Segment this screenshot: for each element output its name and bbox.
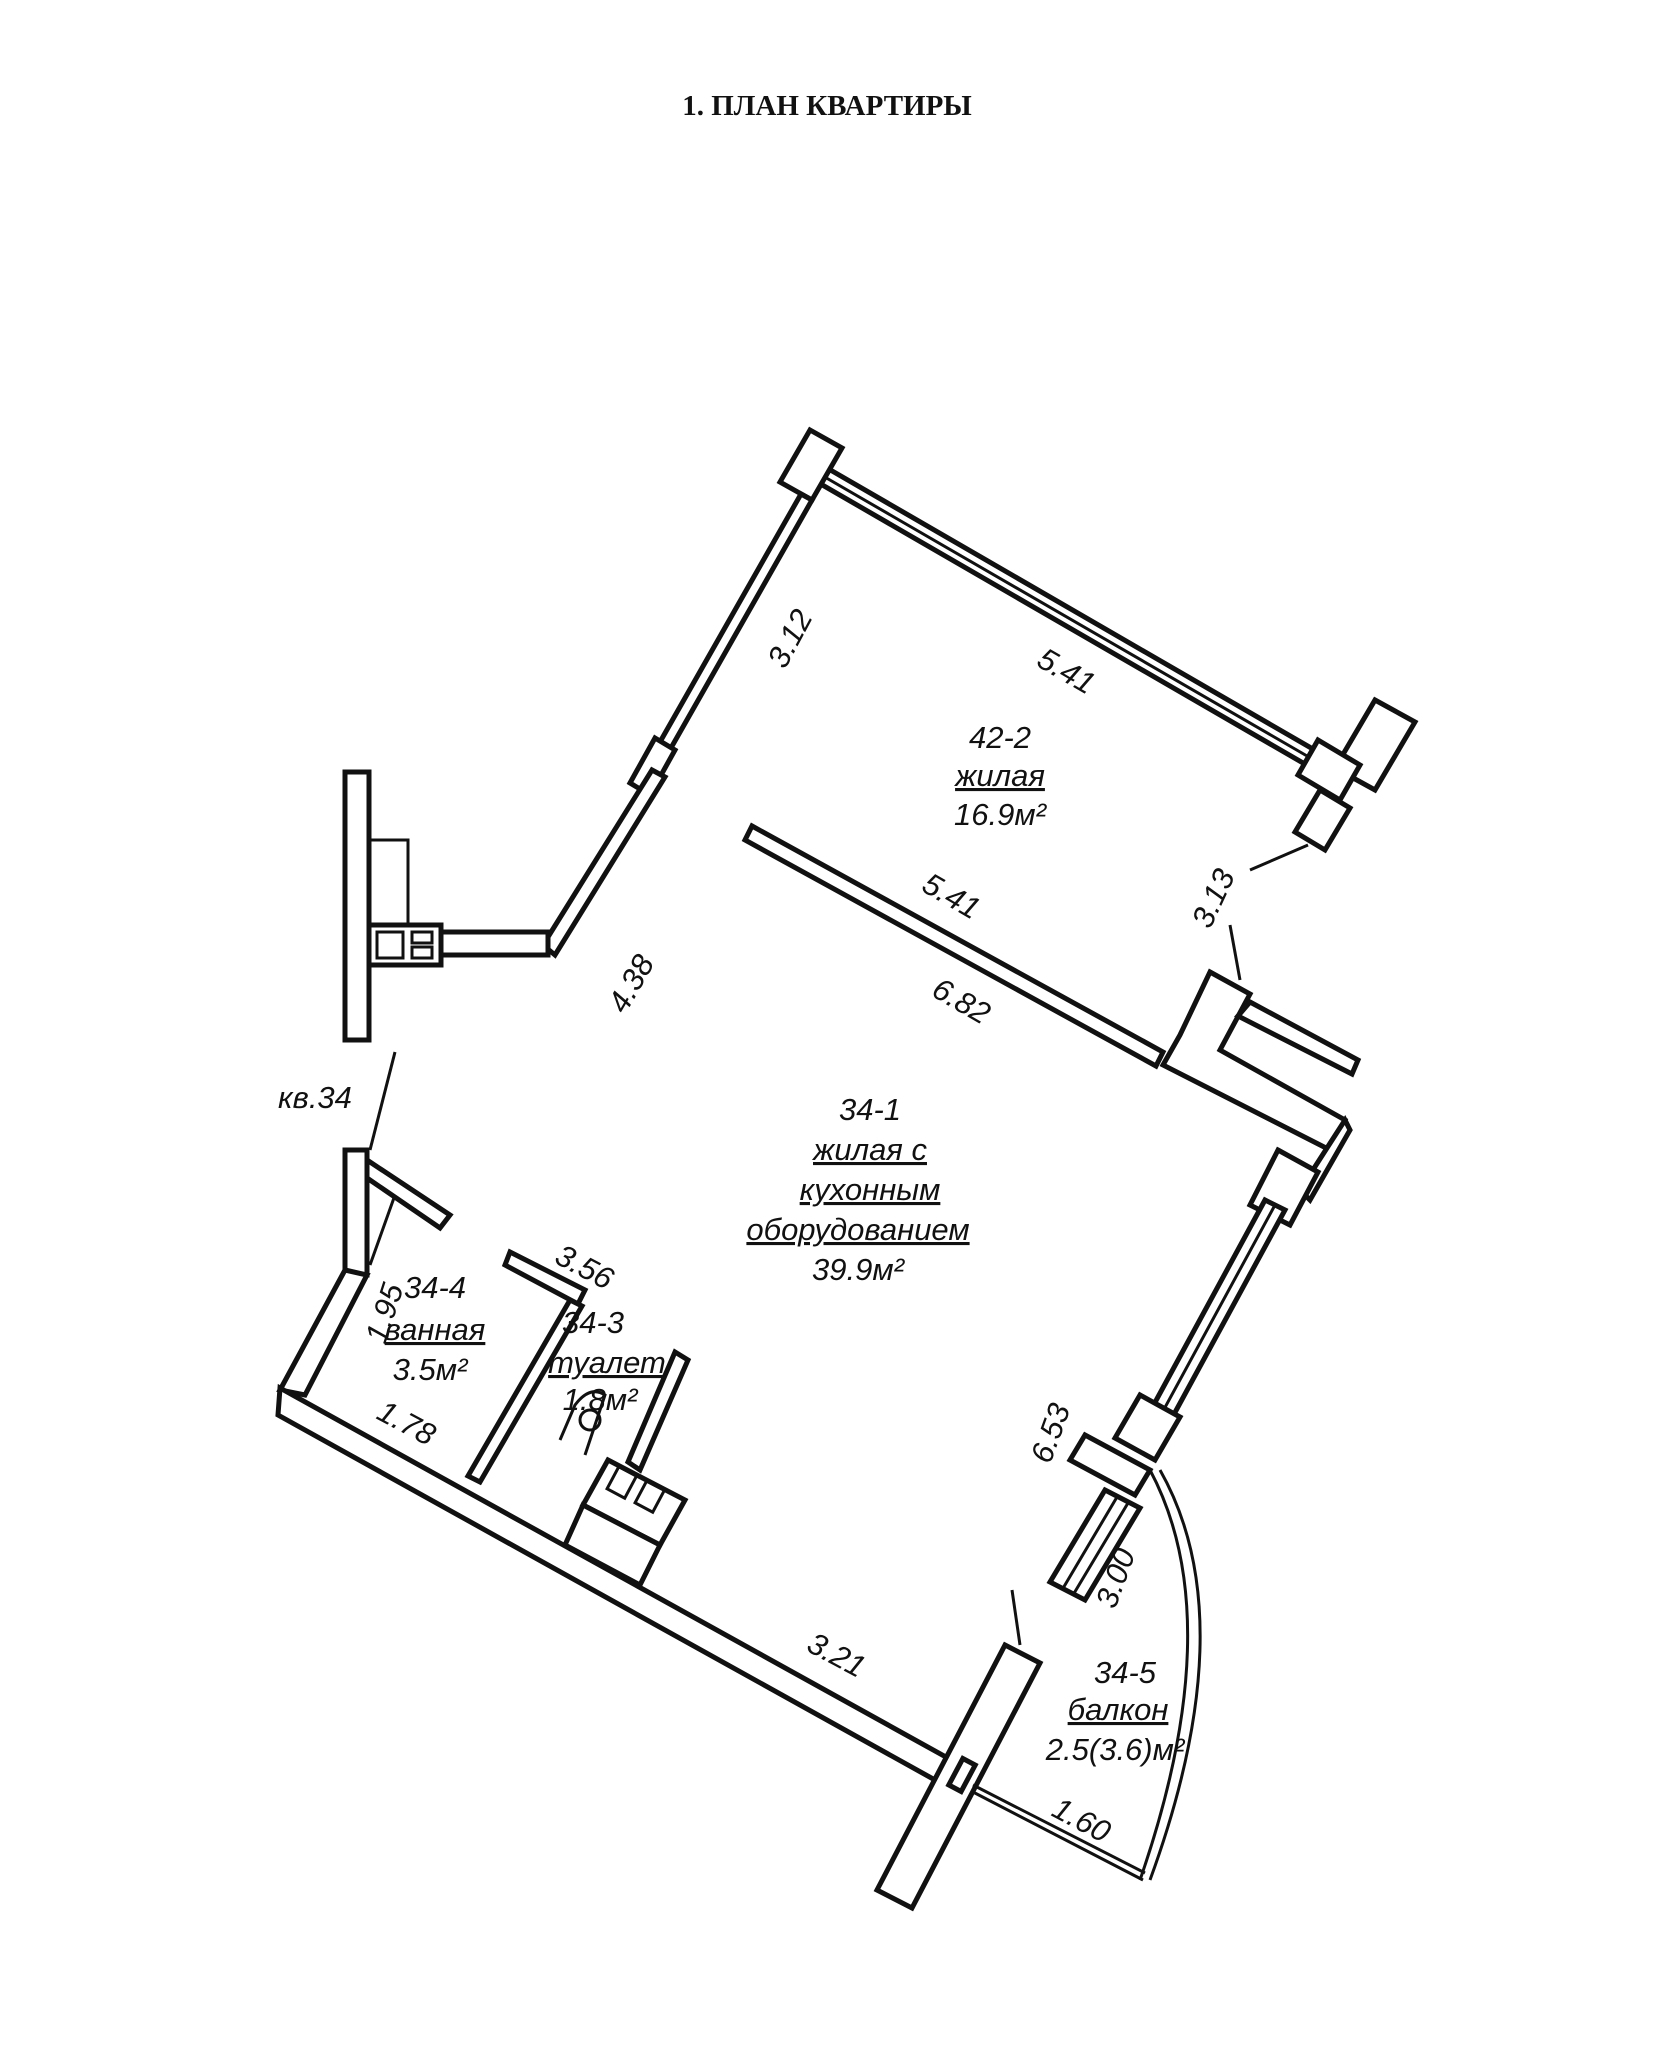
dimension-label: 3.12 xyxy=(760,604,819,674)
room-name: оборудованием xyxy=(746,1212,969,1247)
room-name: кухонным xyxy=(800,1172,941,1207)
dimension-label: 3.13 xyxy=(1185,863,1242,932)
room-name: ванная xyxy=(385,1312,486,1347)
room-area: 1.8м² xyxy=(563,1382,639,1417)
apartment-label: кв.34 xyxy=(278,1080,352,1115)
room-name: жилая xyxy=(953,758,1045,793)
page-title: 1. ПЛАН КВАРТИРЫ xyxy=(682,90,972,122)
dimension-label: 5.41 xyxy=(1032,641,1102,701)
dimension-label: 3.21 xyxy=(802,1625,872,1684)
room-id: 34-1 xyxy=(839,1092,901,1127)
walls xyxy=(275,426,1419,1912)
room-area: 39.9м² xyxy=(812,1252,906,1287)
room-area: 2.5(3.6)м² xyxy=(1045,1732,1186,1767)
room-name: туалет xyxy=(548,1345,666,1380)
room-labels: 42-2 жилая 16.9м² 34-1 жилая с кухонным … xyxy=(385,720,1186,1767)
room-id: 34-3 xyxy=(562,1305,624,1340)
room-id: 34-4 xyxy=(404,1270,466,1305)
room-area: 16.9м² xyxy=(954,797,1048,832)
dimension-label: 4.38 xyxy=(601,948,662,1018)
room-area: 3.5м² xyxy=(393,1352,469,1387)
dimension-label: 6.82 xyxy=(927,971,997,1031)
room-id: 42-2 xyxy=(969,720,1031,755)
room-name: балкон xyxy=(1068,1692,1169,1727)
room-id: 34-5 xyxy=(1094,1655,1157,1690)
dimension-label: 5.41 xyxy=(917,866,987,926)
room-name: жилая с xyxy=(811,1132,927,1167)
